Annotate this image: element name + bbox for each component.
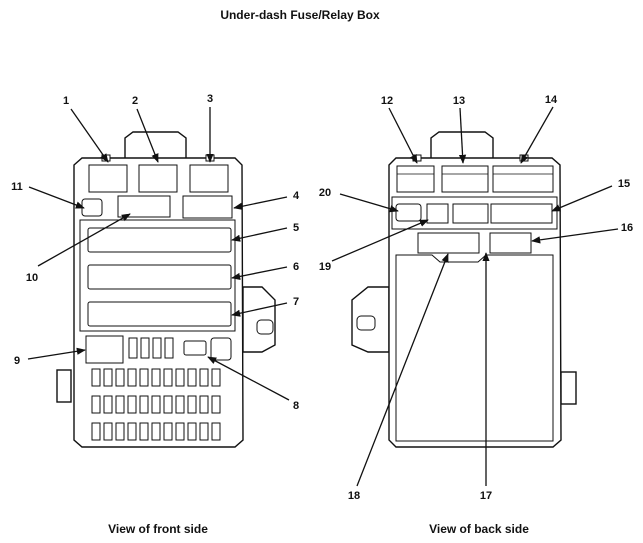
callout-19: 19: [319, 261, 331, 273]
fuse-row-2: [91, 395, 221, 414]
connector-15: [490, 203, 553, 224]
callout-7: 7: [293, 296, 299, 308]
relay-9: [85, 335, 124, 364]
callout-6: 6: [293, 261, 299, 273]
caption-back: View of back side: [429, 522, 529, 536]
leader-8: [207, 356, 290, 401]
back-bracket-slot: [356, 315, 376, 331]
front-bracket-slot: [256, 319, 274, 335]
leader-15: [551, 185, 613, 212]
callout-11: 11: [11, 181, 23, 193]
callout-15: 15: [618, 178, 630, 190]
connector-12: [396, 165, 435, 193]
relay-1: [88, 164, 128, 193]
leader-1: [70, 108, 109, 163]
leader-9: [27, 347, 86, 360]
leader-2: [136, 108, 159, 163]
relay-2: [138, 164, 178, 193]
connector-mid: [452, 203, 489, 224]
leader-16: [531, 228, 619, 244]
callout-2: 2: [132, 95, 138, 107]
leader-7: [231, 302, 288, 317]
relay-3: [189, 164, 229, 193]
callout-14: 14: [545, 94, 558, 106]
callout-12: 12: [381, 95, 393, 107]
callout-labels: 1 2 3 4 5 6 7 8 9 10 11 12 13 14 15 16 1…: [11, 93, 633, 502]
leader-11: [28, 186, 85, 209]
fuse-row-1: [91, 368, 221, 387]
leader-5: [231, 227, 288, 242]
leader-10: [37, 213, 131, 267]
leader-18: [356, 253, 449, 487]
callout-13: 13: [453, 95, 465, 107]
callout-9: 9: [14, 355, 20, 367]
diagram-title: Under-dash Fuse/Relay Box: [220, 8, 380, 22]
leader-14: [520, 106, 554, 164]
callout-5: 5: [293, 222, 299, 234]
back-side-box: [351, 131, 577, 448]
leader-13: [458, 107, 467, 164]
leader-20: [339, 193, 399, 213]
leader-6: [231, 266, 288, 280]
spare-relay: [210, 337, 232, 361]
callout-8: 8: [293, 400, 299, 412]
leader-12: [388, 107, 418, 164]
relay-11: [81, 198, 103, 217]
connector-4: [182, 195, 233, 219]
relay-19: [426, 203, 449, 224]
connector-5: [87, 227, 232, 253]
callout-4: 4: [293, 190, 300, 202]
leader-lines: [27, 106, 619, 487]
caption-front: View of front side: [108, 522, 208, 536]
callout-16: 16: [621, 222, 633, 234]
front-right-bracket: [242, 286, 276, 353]
front-side-box: [56, 131, 276, 448]
callout-10: 10: [26, 272, 38, 284]
callout-20: 20: [319, 187, 331, 199]
relay-8: [183, 340, 207, 356]
mini-fuse-row-top: [128, 337, 174, 359]
fuse-row-3: [91, 422, 221, 441]
connector-10: [117, 195, 171, 218]
connector-18: [417, 232, 480, 254]
front-top-tab: [124, 131, 187, 160]
connector-7: [87, 301, 232, 327]
back-right-tab: [560, 371, 577, 405]
callout-17: 17: [480, 490, 492, 502]
callout-3: 3: [207, 93, 213, 105]
front-left-tab: [56, 369, 72, 403]
leader-19: [331, 219, 429, 262]
connector-16: [489, 232, 532, 254]
connector-13: [441, 165, 489, 193]
connector-6: [87, 264, 232, 290]
callout-18: 18: [348, 490, 360, 502]
connector-14: [492, 165, 554, 193]
callout-1: 1: [63, 95, 69, 107]
back-lower-panel: [395, 254, 554, 442]
leader-4: [233, 196, 288, 210]
relay-20: [395, 203, 422, 222]
